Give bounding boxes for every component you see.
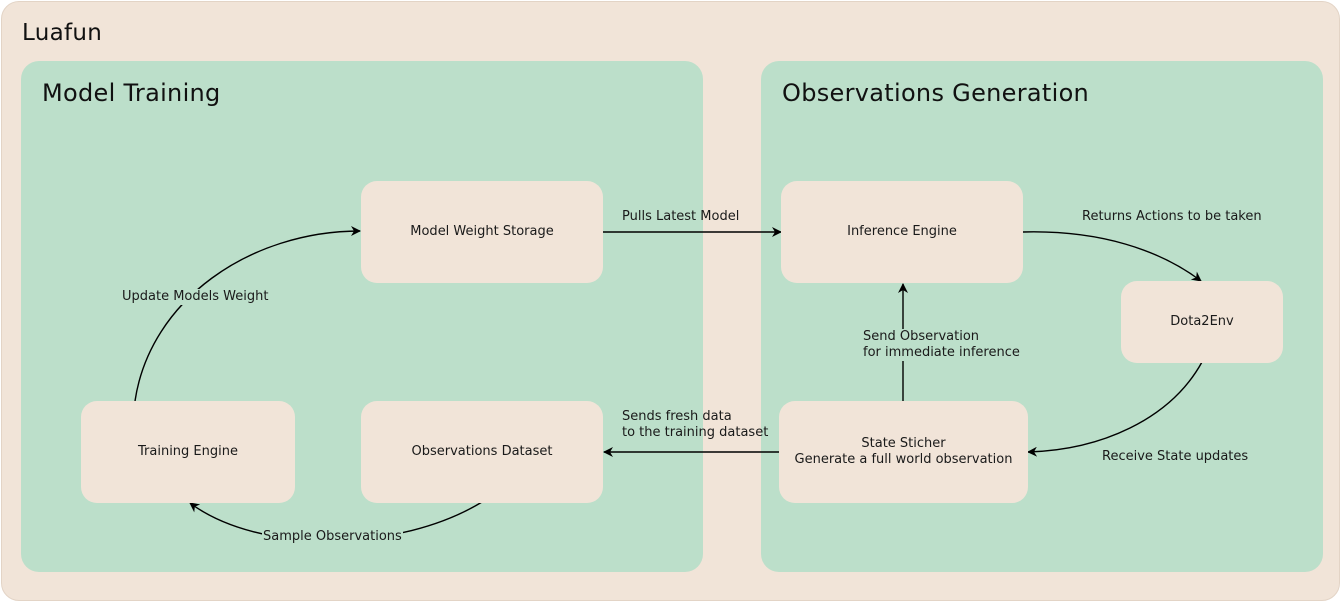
label-send-observation: Send Observation for immediate inference	[862, 329, 1021, 361]
edge-returns-actions	[1022, 231, 1202, 282]
node-inference-engine[interactable]: Inference Engine	[781, 181, 1023, 283]
label-sample-observations: Sample Observations	[262, 529, 403, 545]
edge-update-models-weight	[134, 226, 361, 402]
label-update-models-weight: Update Models Weight	[121, 289, 270, 305]
label-pulls-latest-model: Pulls Latest Model	[622, 209, 740, 224]
observations-generation-title: Observations Generation	[782, 79, 1090, 107]
luafun-title: Luafun	[22, 20, 103, 46]
label-sends-fresh-data: Sends fresh data to the training dataset	[622, 409, 769, 440]
node-training-engine[interactable]: Training Engine	[81, 401, 295, 503]
node-state-sticher[interactable]: State Sticher Generate a full world obse…	[779, 401, 1028, 503]
label-returns-actions: Returns Actions to be taken	[1082, 209, 1262, 224]
label-receive-state-updates: Receive State updates	[1102, 449, 1249, 464]
node-model-weight-storage[interactable]: Model Weight Storage	[361, 181, 603, 283]
node-observations-dataset[interactable]: Observations Dataset	[361, 401, 603, 503]
model-training-title: Model Training	[42, 79, 221, 107]
edge-receive-state-updates	[1027, 361, 1203, 457]
node-dota2env[interactable]: Dota2Env	[1121, 281, 1283, 363]
